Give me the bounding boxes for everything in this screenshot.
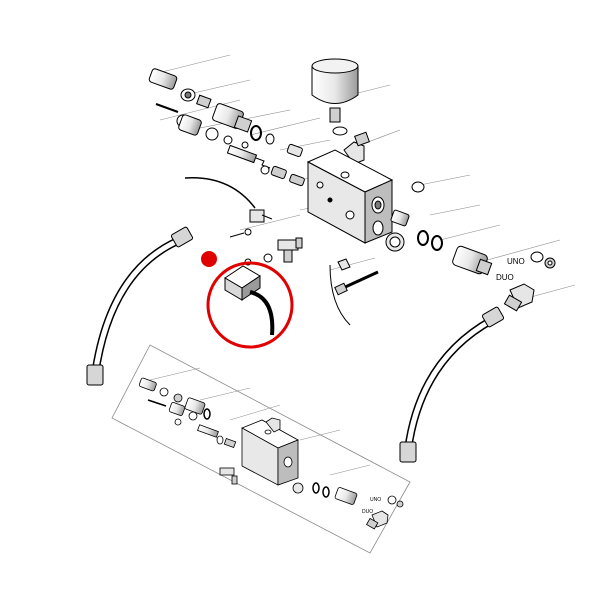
fitting-1: [148, 68, 212, 109]
uno-label: UNO: [507, 257, 525, 266]
bolt-fitting: [155, 103, 233, 145]
fitting-2: [212, 103, 275, 145]
valve-stem: [226, 141, 271, 169]
inset-uno-label: UNO: [370, 497, 381, 503]
red-dot-icon: [201, 251, 217, 267]
hose-left: [86, 226, 194, 386]
plug-small: [260, 143, 305, 187]
duo-label: DUO: [496, 273, 514, 282]
solenoid-connector-icon: [224, 258, 275, 336]
accumulator: [311, 58, 359, 136]
fitting-chain-top: [148, 68, 305, 187]
manifold-block: [306, 149, 394, 244]
inset-panel: UNO DUO: [111, 344, 411, 554]
sensor-cable: [184, 177, 273, 238]
highlight-circle-icon: [206, 261, 294, 349]
uno-duo-fittings: [503, 251, 556, 312]
long-bolt: [329, 258, 379, 326]
tee-fitting: [263, 237, 303, 263]
elbow-fitting-top: [343, 131, 370, 165]
inset-duo-label: DUO: [362, 509, 373, 515]
hose-right: [399, 306, 505, 463]
fitting-chain-right: [385, 181, 493, 276]
